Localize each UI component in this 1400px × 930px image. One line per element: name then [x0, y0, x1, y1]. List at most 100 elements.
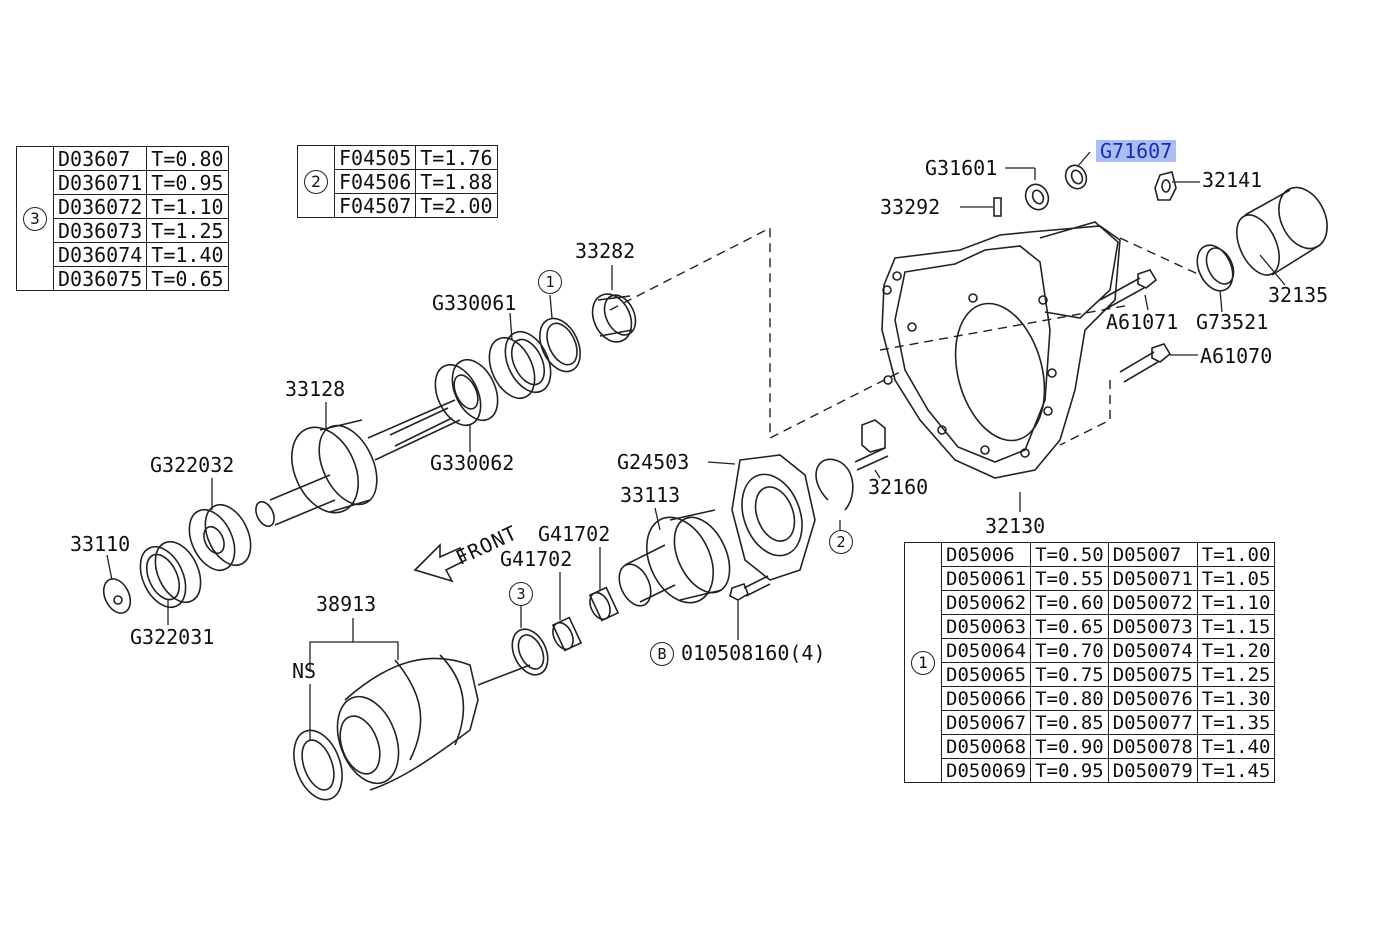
label-33128[interactable]: 33128: [285, 377, 346, 401]
label-G330062[interactable]: G330062: [430, 451, 515, 475]
front-arrow-icon: [413, 543, 468, 583]
table-cell: T=0.65: [146, 266, 229, 291]
table-cell: D050066: [940, 686, 1032, 711]
part-33292-pin: [993, 197, 1002, 217]
table-cell: T=1.76: [415, 145, 498, 170]
callout-2: 2: [829, 530, 853, 554]
label-G41702-upper[interactable]: G41702: [538, 522, 611, 546]
label-G41702-lower[interactable]: G41702: [500, 547, 573, 571]
label-32135[interactable]: 32135: [1268, 283, 1329, 307]
part-32130-housing: [881, 221, 1121, 479]
table-cell: D036072: [52, 194, 148, 219]
label-G322031[interactable]: G322031: [130, 625, 215, 649]
part-G24503-plate: [731, 454, 816, 581]
table-cell: D050074: [1107, 638, 1198, 663]
label-G31601[interactable]: G31601: [925, 156, 998, 180]
table-cell: T=0.50: [1030, 542, 1109, 567]
table-cell: D036071: [52, 170, 148, 195]
part-32160-pin: [854, 419, 889, 471]
table-cell: D050069: [940, 758, 1032, 783]
table-cell: T=0.75: [1030, 662, 1109, 687]
label-33292[interactable]: 33292: [880, 195, 941, 219]
table-cell: T=0.55: [1030, 566, 1109, 591]
label-38913[interactable]: 38913: [316, 592, 377, 616]
label-32160[interactable]: 32160: [868, 475, 929, 499]
label-G73521[interactable]: G73521: [1196, 310, 1269, 334]
table-cell: D036073: [52, 218, 148, 243]
table-cell: T=1.30: [1196, 686, 1276, 711]
table-cell: T=0.60: [1030, 590, 1109, 615]
table-cell: T=0.85: [1030, 710, 1109, 735]
part-32135-sleeve: [1236, 186, 1328, 276]
table-1-marker: 1: [904, 542, 942, 783]
table-cell: D050073: [1107, 614, 1198, 639]
table-3-marker: 3: [16, 146, 54, 291]
label-A61071[interactable]: A61071: [1106, 310, 1179, 334]
part-A61071-bolt: [1099, 269, 1158, 311]
table-cell: T=1.25: [146, 218, 229, 243]
label-010508160[interactable]: 010508160(4): [681, 641, 826, 665]
table-cell: D05006: [940, 542, 1032, 567]
table-cell: D03607: [52, 146, 148, 171]
label-33113[interactable]: 33113: [620, 483, 681, 507]
part-010508160-bolt: [729, 575, 771, 601]
label-NS[interactable]: NS: [292, 659, 317, 683]
table-cell: F04507: [333, 193, 417, 218]
label-G330061[interactable]: G330061: [432, 291, 517, 315]
table-cell: D050072: [1107, 590, 1198, 615]
dashed-guide-lines: [609, 226, 1201, 446]
part-G71607-seal: [1064, 164, 1088, 190]
table-cell: F04506: [333, 169, 417, 194]
label-G71607-highlighted[interactable]: G71607: [1096, 140, 1177, 162]
part-38913-extension: [293, 654, 531, 801]
part-33110-clip: [102, 578, 132, 614]
part-33128-shaft: [255, 399, 461, 528]
table-cell: T=0.80: [146, 146, 229, 171]
part-G31601-washer: [1024, 183, 1050, 211]
table-cell: T=1.40: [1196, 734, 1276, 759]
callout-1: 1: [538, 270, 562, 294]
table-cell: D050067: [940, 710, 1032, 735]
table-cell: T=0.80: [1030, 686, 1109, 711]
table-cell: T=1.10: [1196, 590, 1276, 615]
part-G322031-race: [139, 540, 202, 609]
table-cell: D036074: [52, 242, 148, 267]
label-33110[interactable]: 33110: [70, 532, 131, 556]
table-cell: D050071: [1107, 566, 1198, 591]
label-G24503[interactable]: G24503: [617, 450, 690, 474]
table-cell: D050065: [940, 662, 1032, 687]
part-G73521-seal: [1196, 244, 1235, 292]
leader-lines: [106, 151, 1286, 740]
callout-B: B: [650, 642, 674, 666]
label-32141[interactable]: 32141: [1202, 168, 1263, 192]
table-cell: T=0.65: [1030, 614, 1109, 639]
label-A61070[interactable]: A61070: [1200, 344, 1273, 368]
table-cell: D050062: [940, 590, 1032, 615]
table-cell: T=1.40: [146, 242, 229, 267]
table-cell: T=0.70: [1030, 638, 1109, 663]
table-cell: D050078: [1107, 734, 1198, 759]
label-32130[interactable]: 32130: [985, 514, 1046, 538]
table-cell: F04505: [333, 145, 417, 170]
table-cell: D050077: [1107, 710, 1198, 735]
table-cell: D050076: [1107, 686, 1198, 711]
part-A61070-bolt: [1119, 343, 1172, 383]
table-cell: D050063: [940, 614, 1032, 639]
table-cell: T=1.45: [1196, 758, 1276, 783]
part-33282-bearing: [591, 293, 637, 343]
part-G330061-race: [488, 330, 552, 400]
part-snap-ring-2: [815, 458, 854, 511]
label-33282[interactable]: 33282: [575, 239, 636, 263]
part-G322032-bearing: [188, 503, 252, 572]
table-cell: T=0.90: [1030, 734, 1109, 759]
table-cell: T=0.95: [1030, 758, 1109, 783]
table-cell: T=1.10: [146, 194, 229, 219]
table-2-marker: 2: [297, 145, 335, 218]
table-cell: T=1.88: [415, 169, 498, 194]
label-G322032[interactable]: G322032: [150, 453, 235, 477]
part-G41702-needle-bearings: [551, 586, 620, 652]
table-cell: T=2.00: [415, 193, 498, 218]
